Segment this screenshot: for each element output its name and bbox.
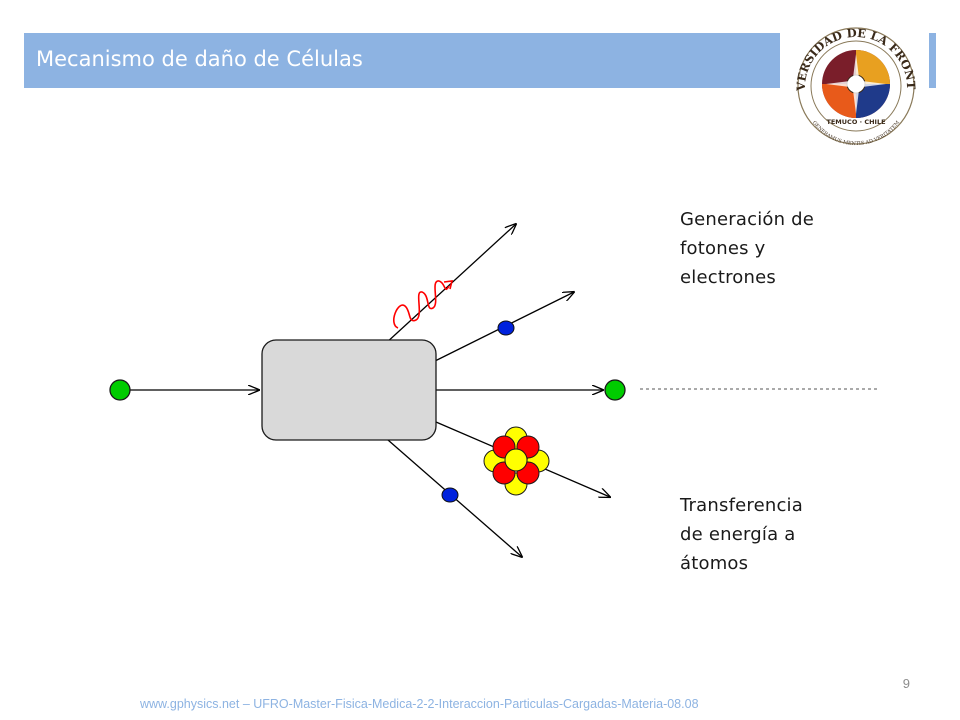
university-logo: UNIVERSIDAD DE LA FRONTERA GENERAMUS MEN… [783, 18, 929, 146]
electron-upper [497, 320, 515, 336]
label-photon-electron-generation: Generación de fotones y electrones [680, 209, 815, 288]
transmitted-particle [604, 379, 626, 401]
logo-emblem [822, 50, 890, 118]
atom-nucleus [483, 426, 550, 496]
electron-lower [441, 487, 459, 503]
target-cell-box [261, 339, 437, 441]
title-bar: Mecanismo de daño de Células [24, 33, 780, 88]
slide-title: Mecanismo de daño de Células [36, 47, 363, 71]
title-bar-end [929, 33, 936, 88]
label-energy-transfer-atoms: Transferencia de energía a átomos [680, 495, 803, 574]
page-number: 9 [902, 676, 910, 691]
footer-source: www.gphysics.net – UFRO-Master-Fisica-Me… [140, 697, 699, 711]
photon-wave-arrowhead [443, 280, 454, 290]
incident-particle [109, 379, 131, 401]
logo-city: TEMUCO · CHILE [826, 118, 885, 126]
photon-wave [393, 280, 450, 329]
